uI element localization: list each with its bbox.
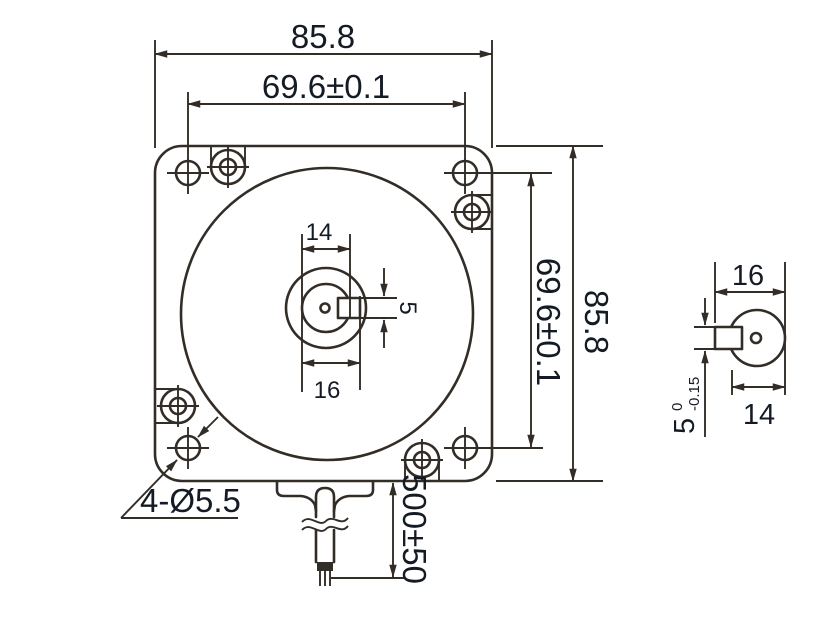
assembly-screw-bottom-right — [401, 439, 443, 480]
motor-body-circle — [179, 166, 475, 462]
cable-wires — [319, 571, 331, 586]
dim-side-key: 5 0 -0.15 — [669, 298, 724, 437]
front-view: 85.8 69.6±0.1 69.6±0.1 85.8 14 — [120, 18, 615, 586]
cable-strain-relief-right — [332, 480, 375, 513]
mounting-hole-top-left — [167, 92, 209, 194]
cable-break-symbol — [301, 517, 349, 524]
pilot-boss-circle — [284, 266, 368, 350]
dim-side-overall: 16 — [714, 260, 786, 395]
dim-label-hole-pitch-h: 69.6±0.1 — [262, 68, 390, 105]
dim-hole-pitch-horizontal: 69.6±0.1 — [187, 68, 466, 108]
mounting-hole-bottom-left — [167, 427, 209, 469]
assembly-screw-top-left — [207, 146, 249, 188]
dim-key-width-front: 5 — [358, 268, 421, 348]
dim-hole-pitch-vertical: 69.6±0.1 — [527, 173, 567, 448]
dim-front-width: 85.8 — [154, 18, 493, 148]
leader-mounting-holes: 4-Ø5.5 — [120, 416, 241, 519]
shaft-key-side — [713, 325, 744, 351]
dim-label-front-height: 85.8 — [578, 290, 615, 354]
dim-label-side-key-tol-upper: 0 — [669, 403, 686, 411]
dim-front-height: 85.8 — [496, 145, 615, 482]
cable-boot — [314, 486, 336, 519]
cable-assembly — [275, 480, 375, 586]
dim-label-side-key-nominal: 5 — [669, 418, 701, 434]
shaft-center-hole — [319, 302, 331, 314]
dim-label-cable-length: 500±50 — [396, 474, 433, 584]
dim-label-shaft-overall: 16 — [314, 377, 341, 404]
assembly-screw-top-right — [451, 191, 492, 233]
dim-cable-length: 500±50 — [331, 474, 433, 584]
dim-boss-diameter: 14 — [301, 219, 351, 392]
dim-label-hole-pitch-v: 69.6±0.1 — [530, 258, 567, 386]
dim-label-boss-dia: 14 — [306, 219, 333, 246]
dim-label-side-overall: 16 — [732, 260, 764, 292]
shaft-end-center-hole — [749, 331, 763, 345]
dim-side-diameter: 14 — [731, 370, 786, 431]
mounting-hole-bottom-right — [444, 427, 543, 469]
dim-label-side-diameter: 14 — [743, 399, 775, 431]
dim-label-side-key-tol-lower: -0.15 — [686, 377, 703, 411]
mounting-hole-top-right — [444, 92, 552, 194]
flange-plate-outline — [153, 144, 494, 483]
side-view: 16 14 5 0 -0.15 — [669, 260, 787, 437]
cable-break-symbol-2 — [301, 525, 349, 532]
cable-jacket — [314, 528, 336, 564]
cable-ferrule — [317, 562, 333, 571]
shaft-key-front — [336, 296, 362, 320]
assembly-screw-bottom-left — [156, 385, 199, 427]
dim-shaft-overall: 16 — [301, 296, 361, 404]
dim-label-mounting-holes: 4-Ø5.5 — [140, 482, 241, 519]
dim-label-key-width-front: 5 — [394, 301, 421, 314]
cable-strain-relief-left — [275, 480, 318, 513]
dim-label-front-width: 85.8 — [291, 18, 355, 55]
